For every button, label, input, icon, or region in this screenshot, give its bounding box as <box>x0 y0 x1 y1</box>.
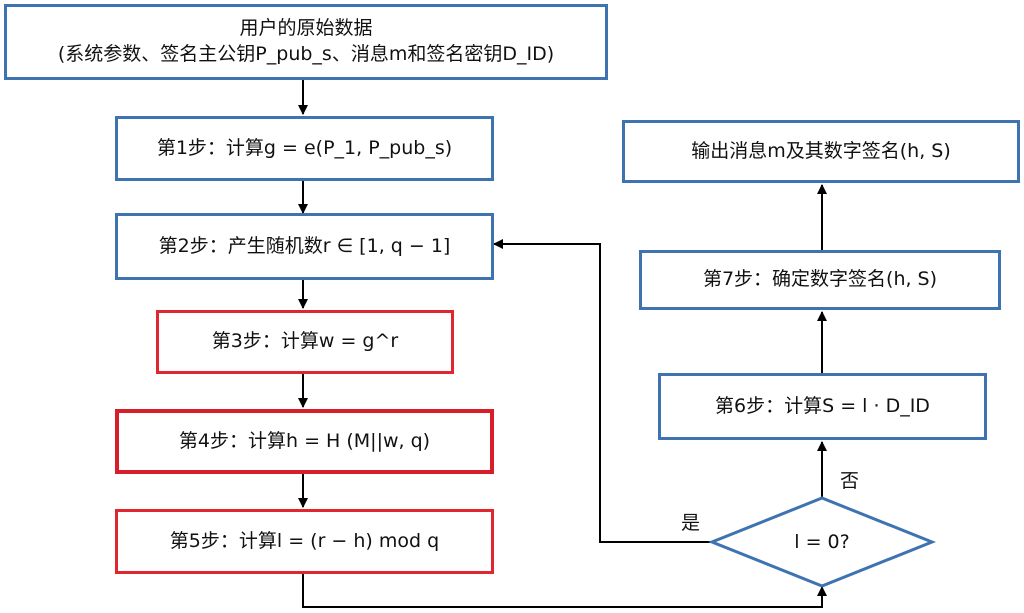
edge-label-yes: 是 <box>681 512 701 534</box>
decision-diamond <box>707 496 937 588</box>
node-step1: 第1步：计算g = e(P_1, P_pub_s) <box>115 116 494 181</box>
decision-label: l = 0? <box>794 531 850 553</box>
node-step3: 第3步：计算w = g^r <box>156 310 454 374</box>
arrow-step5-to-decision <box>302 574 827 608</box>
arrow-yes-to-step2 <box>493 239 712 543</box>
node-step2: 第2步：产生随机数r ∈ [1, q − 1] <box>115 213 494 280</box>
node-output: 输出消息m及其数字签名(h, S) <box>622 120 1020 183</box>
node-step4: 第4步：计算h = H (M||w, q) <box>115 409 494 474</box>
node-input: 用户的原始数据 (系统参数、签名主公钥P_pub_s、消息m和签名密钥D_ID) <box>4 4 608 80</box>
node-input-title: 用户的原始数据 <box>239 17 373 40</box>
node-step7: 第7步：确定数字签名(h, S) <box>639 250 1001 310</box>
node-step6: 第6步：计算S = l · D_ID <box>658 373 987 440</box>
edge-label-no: 否 <box>840 470 860 492</box>
node-input-subtitle: (系统参数、签名主公钥P_pub_s、消息m和签名密钥D_ID) <box>57 43 555 65</box>
node-step5: 第5步：计算l = (r − h) mod q <box>115 509 494 574</box>
